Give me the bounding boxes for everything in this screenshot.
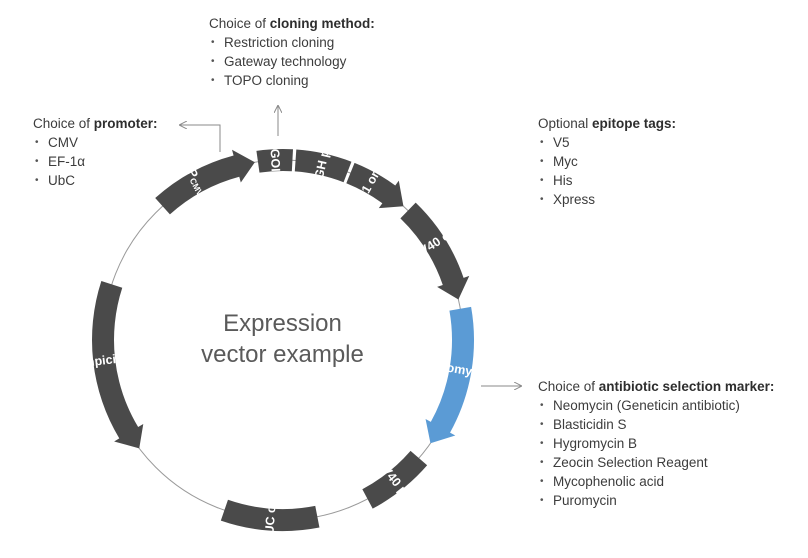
list-item: UbC <box>33 171 158 190</box>
list-item: Zeocin Selection Reagent <box>538 453 774 472</box>
bgh-pa-segment-shape <box>294 149 352 183</box>
promoter-segment: PCMV <box>155 149 255 215</box>
neomycin-segment-shape <box>425 306 475 444</box>
list-item: Myc <box>538 152 676 171</box>
cloning-method-note: Choice of cloning method: Restriction cl… <box>209 14 375 90</box>
ampicillin-segment-label: Ampicillin <box>74 350 135 371</box>
list-item: Restriction cloning <box>209 33 375 52</box>
puc-ori-segment-shape <box>220 499 320 531</box>
diagram-title-line1: Expression <box>223 310 342 337</box>
promoter-note: Choice of promoter: CMV EF-1α UbC <box>33 114 158 190</box>
goi-segment-shape <box>256 148 293 173</box>
list-item: Neomycin (Geneticin antibiotic) <box>538 396 774 415</box>
list-item: Blasticidin S <box>538 415 774 434</box>
bgh-pa-segment: BGH pA <box>294 139 352 189</box>
list-item: Gateway technology <box>209 52 375 71</box>
list-item: TOPO cloning <box>209 71 375 90</box>
cloning-method-list: Restriction cloning Gateway technology T… <box>209 33 375 90</box>
f1-ori-segment: f1 ori <box>346 162 404 209</box>
list-item: Hygromycin B <box>538 434 774 453</box>
promoter-list: CMV EF-1α UbC <box>33 133 158 190</box>
puc-ori-segment: pUC ori <box>220 497 320 543</box>
f1-ori-segment-shape <box>346 162 404 209</box>
antibiotic-marker-list: Neomycin (Geneticin antibiotic) Blastici… <box>538 396 774 510</box>
promoter-segment-shape <box>155 149 255 215</box>
list-item: V5 <box>538 133 676 152</box>
sv40-ori-segment-shape <box>400 202 470 300</box>
diagram-title-line2: vector example <box>201 341 364 368</box>
antibiotic-marker-note: Choice of antibiotic selection marker: N… <box>538 377 774 510</box>
cloning-method-heading: Choice of cloning method: <box>209 16 375 31</box>
goi-segment-label: GOI <box>268 148 283 172</box>
list-item: EF-1α <box>33 152 158 171</box>
puc-ori-segment-label: pUC ori <box>262 497 279 543</box>
ampicillin-segment-shape <box>92 280 144 449</box>
sv40-pa-segment-shape <box>362 450 428 509</box>
list-item: Puromycin <box>538 491 774 510</box>
promoter-callout-arrow <box>180 125 221 152</box>
callout-arrows <box>180 106 521 386</box>
diagram-title: Expression vector example <box>170 308 395 370</box>
ampicillin-segment: Ampicillin <box>74 280 144 449</box>
epitope-tags-heading: Optional epitope tags: <box>538 116 677 131</box>
sv40-ori-segment: SV40 ori <box>400 202 470 300</box>
neomycin-segment: Neomycin <box>425 306 491 444</box>
antibiotic-marker-heading: Choice of antibiotic selection marker: <box>538 379 775 394</box>
list-item: Mycophenolic acid <box>538 472 774 491</box>
goi-segment: GOI <box>256 148 293 173</box>
promoter-heading: Choice of promoter: <box>33 116 158 131</box>
list-item: CMV <box>33 133 158 152</box>
list-item: Xpress <box>538 190 676 209</box>
sv40-pa-segment: SV40 pA <box>362 450 428 509</box>
epitope-tags-note: Optional epitope tags: V5 Myc His Xpress <box>538 114 676 209</box>
epitope-tags-list: V5 Myc His Xpress <box>538 133 676 209</box>
list-item: His <box>538 171 676 190</box>
